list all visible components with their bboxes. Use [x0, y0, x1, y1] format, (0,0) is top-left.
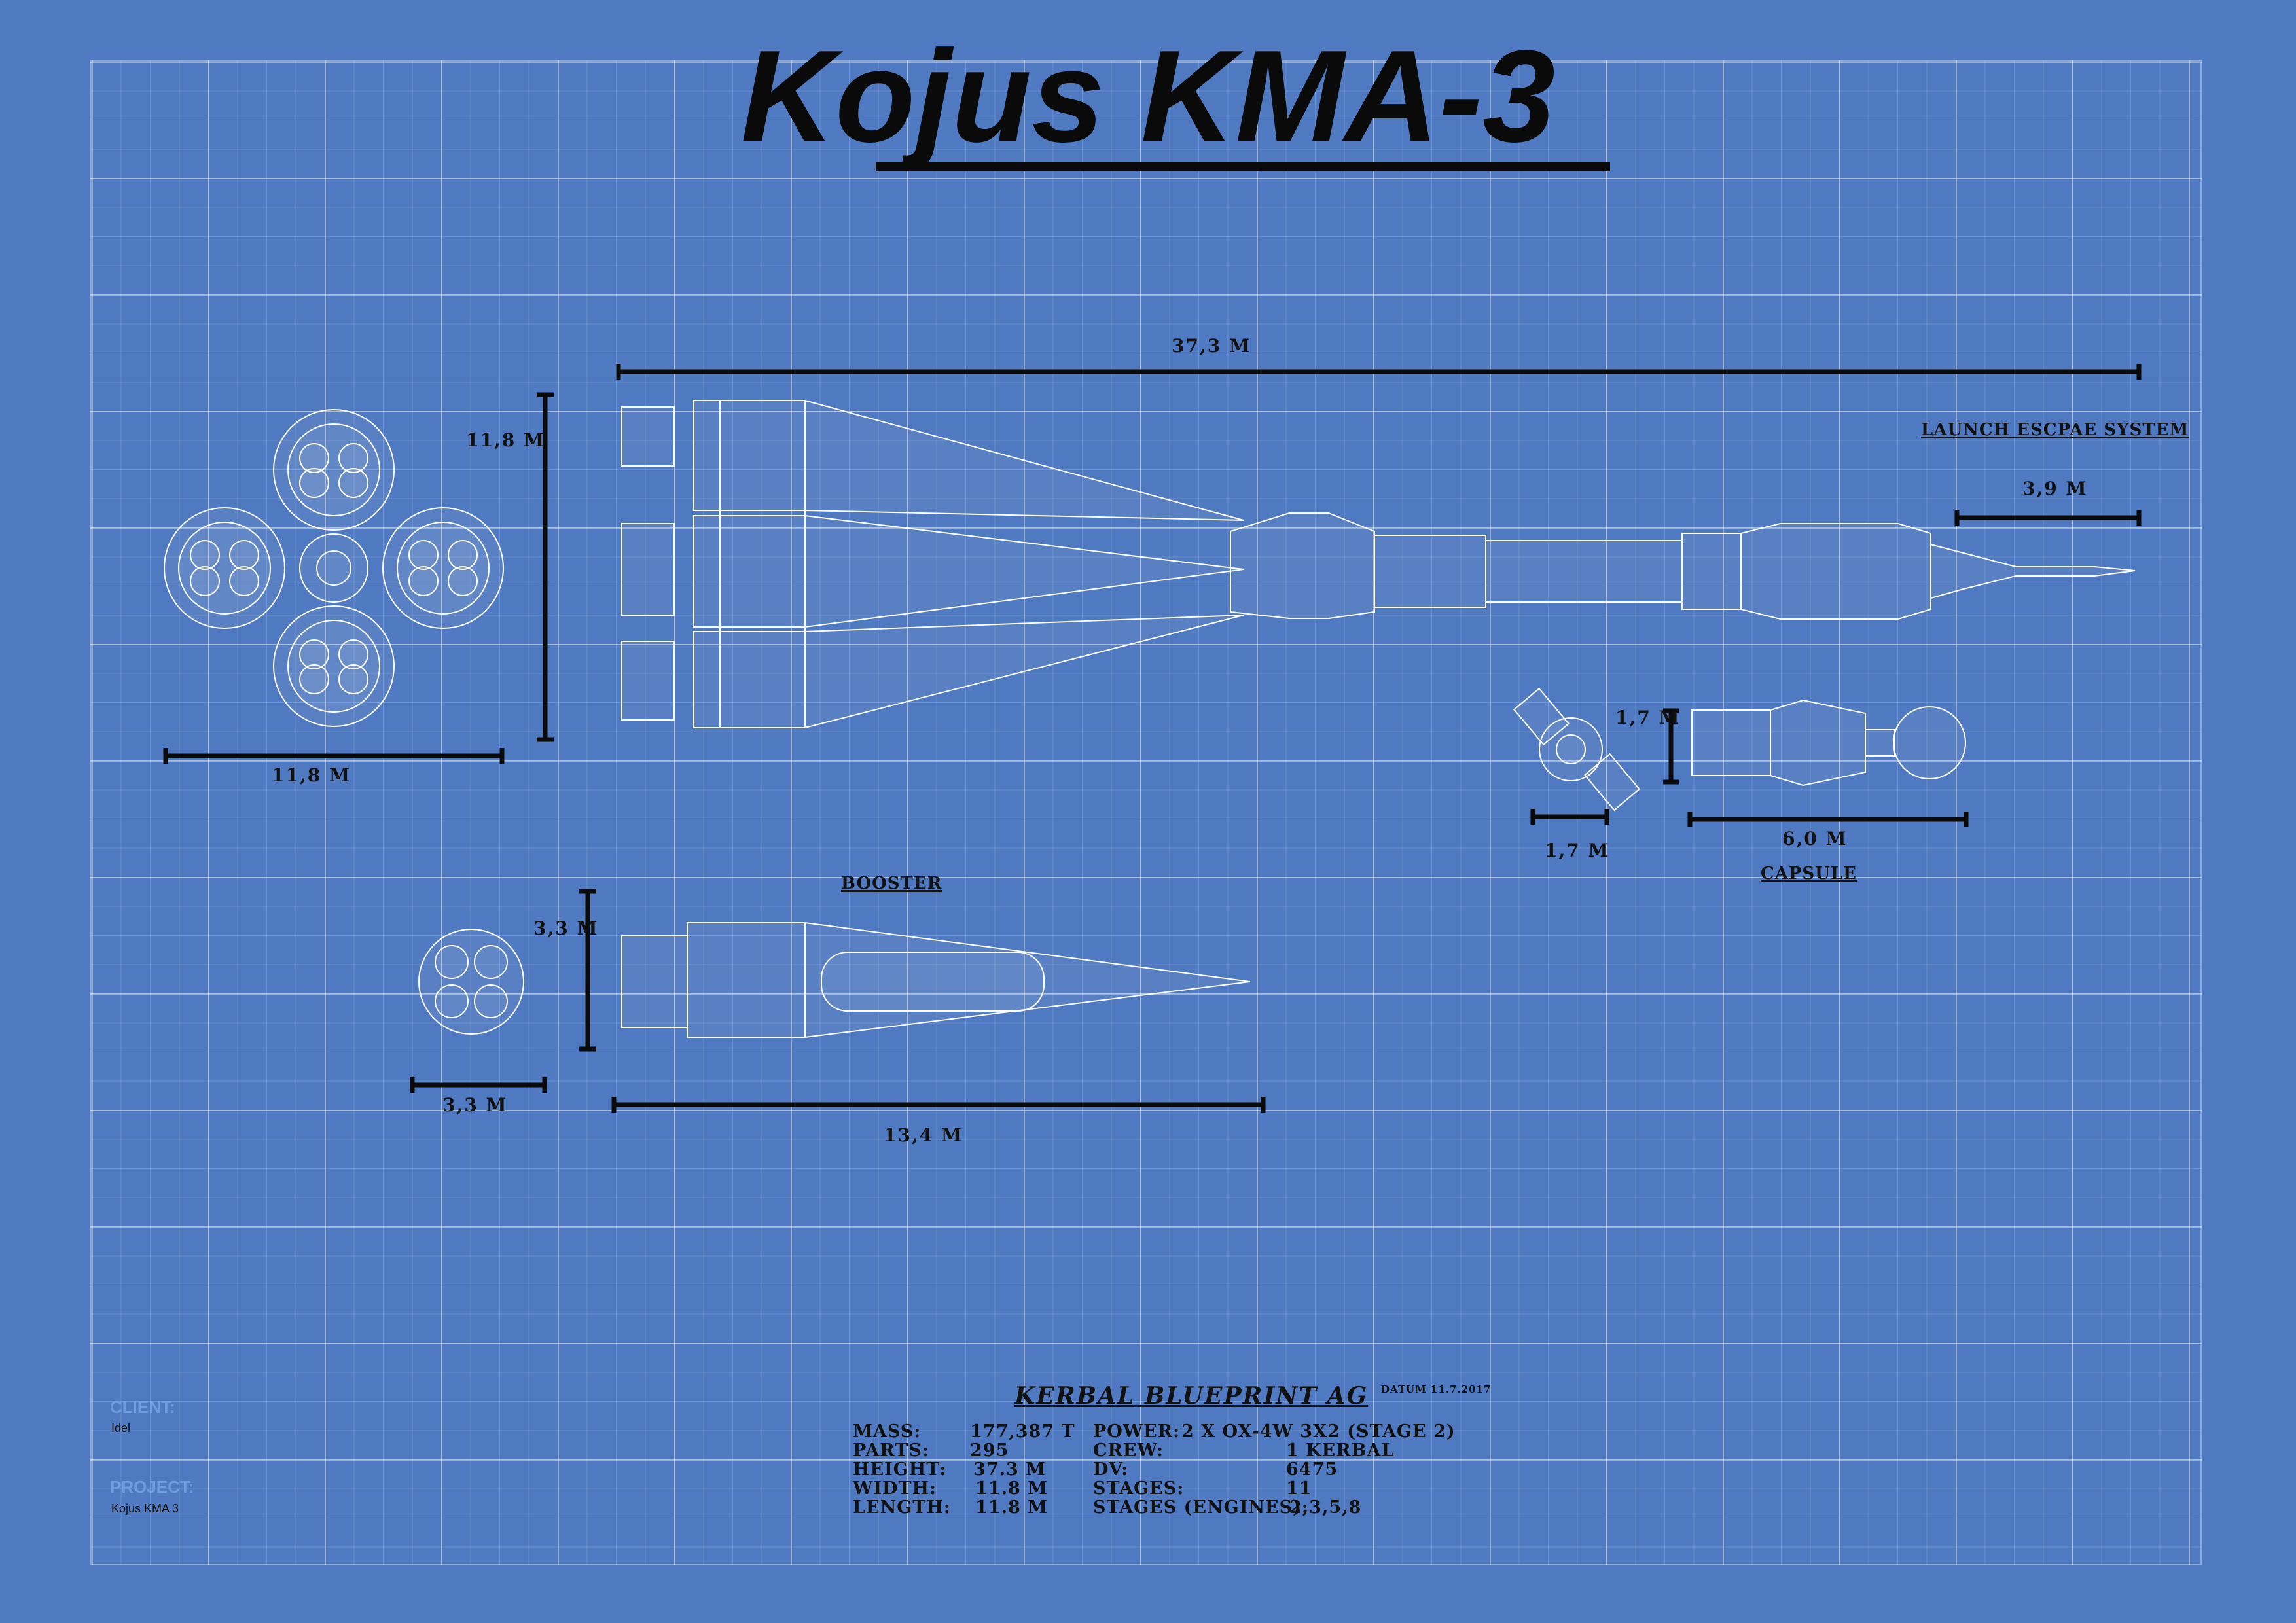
label-launch-escape-system: LAUNCH ESCPAE SYSTEM [1921, 420, 2189, 440]
client-value: Idel [111, 1421, 131, 1435]
booster-drawings [418, 922, 1251, 1038]
spec-height-label: HEIGHT: [853, 1459, 947, 1480]
spec-stages-value: 11 [1286, 1478, 1312, 1499]
dimension-capsule-side-width: 1,7 M [1545, 840, 1610, 861]
dimension-capsule-height: 1,7 M [1615, 707, 1681, 728]
rocket-top-view [164, 409, 504, 727]
label-booster: BOOSTER [841, 874, 942, 893]
spec-width-value: 11.8 M [975, 1478, 1049, 1499]
blueprint-grid [90, 60, 2202, 1565]
spec-width-label: WIDTH: [853, 1478, 937, 1499]
spec-length-value: 11.8 M [975, 1497, 1049, 1518]
spec-stages-engines-label: STAGES (ENGINES): [1093, 1497, 1309, 1518]
client-label: CLIENT: [110, 1397, 175, 1417]
dimension-booster-length: 13,4 M [884, 1124, 963, 1146]
spec-stages-engines-value: 2,3,5,8 [1289, 1497, 1362, 1518]
spec-stages-label: STAGES: [1093, 1478, 1185, 1499]
dimension-total-length: 37,3 M [1172, 335, 1251, 357]
dimension-total-height: 11,8 M [466, 429, 545, 451]
spec-parts-value: 295 [970, 1440, 1009, 1461]
dimension-booster-height: 3,3 M [533, 918, 599, 939]
title-underline [876, 162, 1610, 171]
dimension-total-width: 11,8 M [272, 764, 351, 786]
page-title: Kojus KMA-3 [740, 24, 1556, 169]
spec-height-value: 37.3 M [973, 1459, 1047, 1480]
dimension-les-length: 3,9 M [2022, 478, 2088, 499]
spec-dv-value: 6475 [1286, 1459, 1338, 1480]
capsule-drawings [1513, 687, 1966, 812]
project-value: Kojus KMA 3 [111, 1502, 179, 1515]
company-name: KERBAL BLUEPRINT AG [1014, 1382, 1369, 1410]
dimension-lines [163, 364, 2142, 1113]
rocket-side-view [621, 400, 2136, 728]
label-capsule: CAPSULE [1761, 864, 1857, 883]
spec-parts-label: PARTS: [853, 1440, 929, 1461]
spec-dv-label: DV: [1093, 1459, 1129, 1480]
spec-mass-label: MASS: [853, 1421, 922, 1442]
spec-length-label: LENGTH: [853, 1497, 951, 1518]
dimension-capsule-length: 6,0 M [1782, 828, 1848, 849]
dimension-booster-width: 3,3 M [442, 1094, 508, 1116]
spec-power-label: POWER: [1093, 1421, 1181, 1442]
spec-crew-value: 1 KERBAL [1286, 1440, 1395, 1461]
spec-crew-label: CREW: [1093, 1440, 1164, 1461]
date-stamp: DATUM 11.7.2017 [1381, 1383, 1492, 1395]
project-label: PROJECT: [110, 1477, 194, 1497]
spec-power-value: 2 X OX-4W 3X2 (STAGE 2) [1181, 1421, 1456, 1442]
spec-mass-value: 177,387 T [970, 1421, 1075, 1442]
